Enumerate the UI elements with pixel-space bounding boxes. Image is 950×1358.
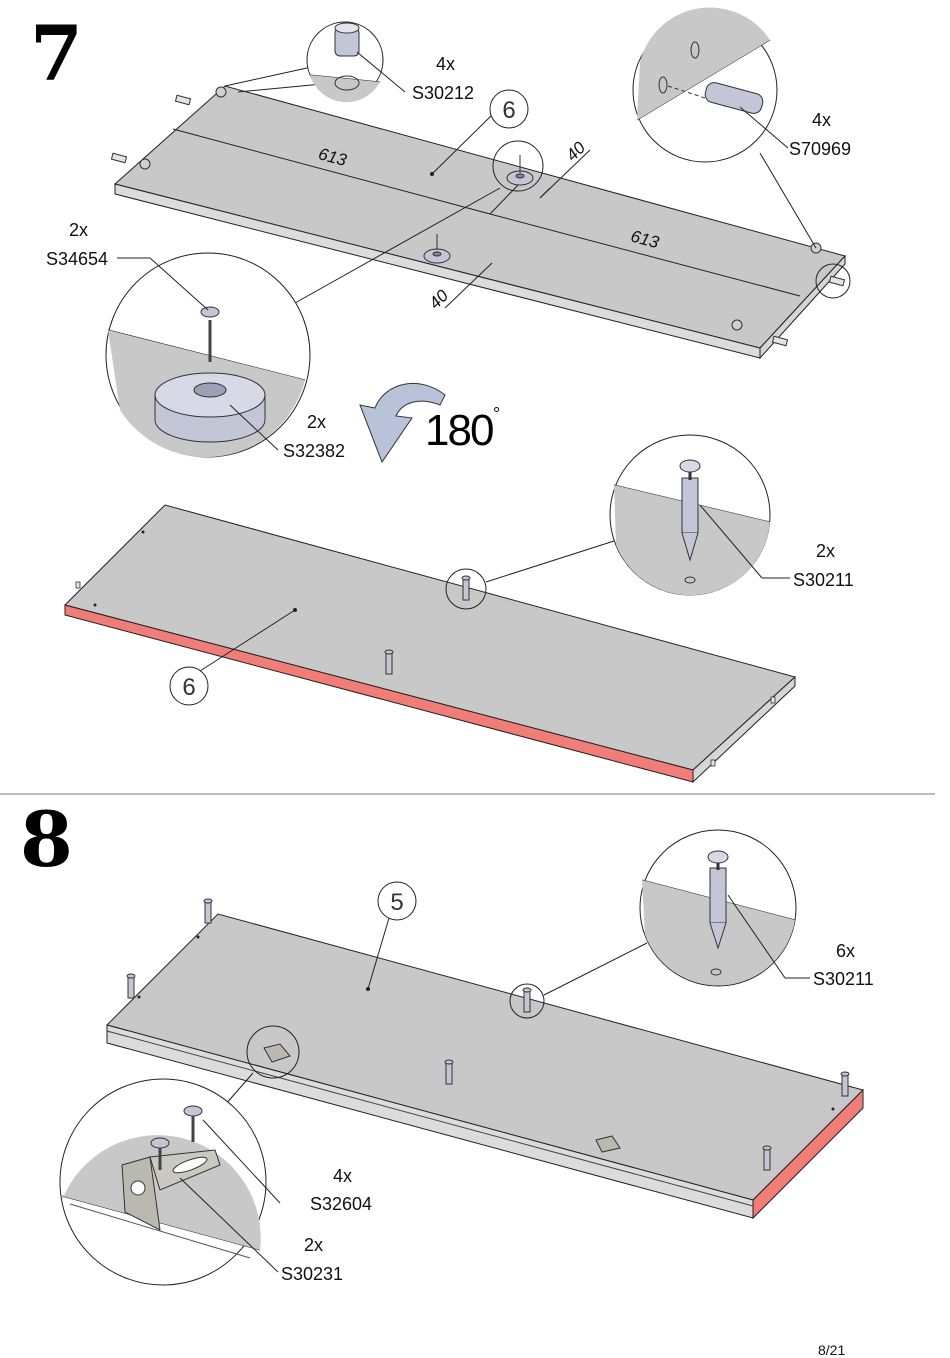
step-7-callout-6-label: 6	[502, 97, 515, 124]
part-code-s32604: S32604	[310, 1194, 372, 1214]
detail-s30211-step7	[485, 434, 790, 596]
step-7-screw-fittings	[384, 575, 471, 675]
step-8-screw-fittings	[126, 898, 850, 1171]
part-qty-s70969: 4x	[812, 110, 831, 130]
detail-s30212	[224, 21, 406, 103]
step-8-callout-5: 5	[367, 881, 417, 990]
part-qty-s30212: 4x	[436, 54, 455, 74]
step-8-bracket-highlight-circle	[246, 1025, 300, 1079]
step-8-callout-5-label: 5	[390, 889, 403, 916]
rotation-unit: °	[493, 404, 500, 424]
part-code-s30231: S30231	[281, 1264, 343, 1284]
step-8-brackets	[263, 1043, 621, 1153]
detail-bracket	[59, 1072, 281, 1286]
part-qty-s30211-step7: 2x	[816, 541, 835, 561]
part-code-s34654: S34654	[46, 249, 108, 269]
detail-s70969	[632, 7, 851, 299]
step-7-dimension-lines	[172, 128, 801, 309]
part-qty-s30231: 2x	[304, 1235, 323, 1255]
dimension-offset-2: 40	[425, 286, 452, 313]
step-7-callout-6-bottom: 6	[169, 609, 296, 706]
part-code-s30212: S30212	[412, 83, 474, 103]
part-qty-s32382: 2x	[307, 412, 326, 432]
step-8-board	[106, 913, 864, 1220]
dimension-offset-1: 40	[562, 138, 589, 165]
part-qty-s30211-step8: 6x	[836, 941, 855, 961]
part-code-s70969: S70969	[789, 139, 851, 159]
step-7-callout-6-bottom-label: 6	[182, 674, 195, 701]
part-qty-s34654: 2x	[69, 220, 88, 240]
page-number: 8/21	[818, 1342, 845, 1358]
step-7-callout-6: 6	[431, 89, 529, 175]
detail-s30211-step8	[543, 829, 810, 996]
step-7-dowels	[110, 94, 846, 347]
rotation-arrow-icon	[359, 382, 446, 464]
step-7-spacers	[423, 155, 534, 264]
part-code-s30211-step7: S30211	[793, 570, 854, 590]
part-code-s32382: S32382	[283, 441, 345, 461]
step-7-spacer-highlight-circle	[492, 140, 544, 192]
step-7-fitting-highlight-circle	[445, 568, 487, 610]
detail-spacer-screw	[105, 187, 501, 458]
step-8-number: 8	[20, 795, 73, 884]
part-qty-s32604: 4x	[333, 1166, 352, 1186]
part-code-s30211-step8: S30211	[813, 969, 874, 989]
step-8-fitting-highlight-circle	[509, 983, 545, 1019]
step-7-board-bottom	[64, 504, 797, 784]
step-7-number: 7	[30, 9, 83, 98]
rotation-angle: 180	[425, 406, 493, 455]
